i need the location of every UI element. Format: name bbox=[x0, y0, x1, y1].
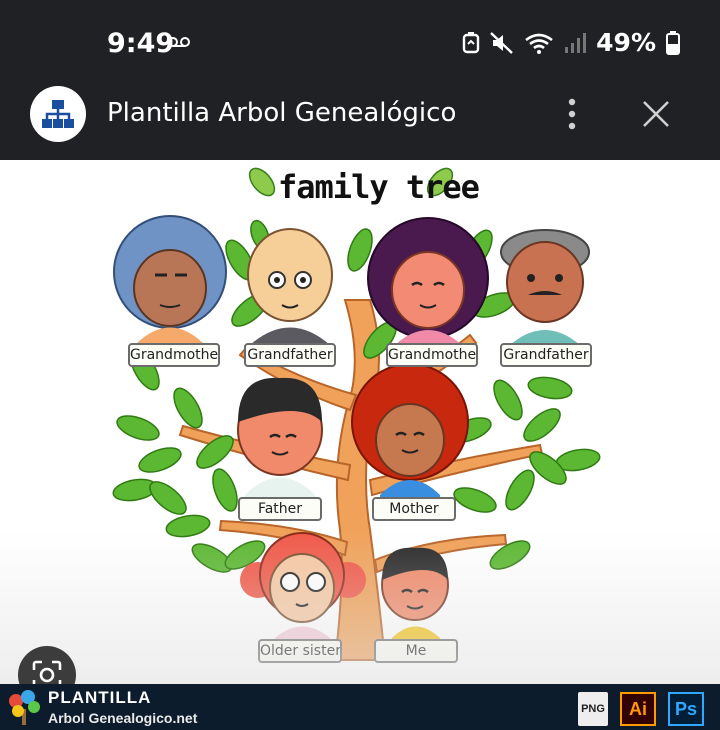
hierarchy-icon bbox=[42, 100, 74, 128]
voicemail-icon bbox=[168, 37, 190, 47]
grandfather-portrait-2 bbox=[500, 229, 590, 355]
label-grandfather-1: Grandfather bbox=[244, 343, 336, 367]
title-leaf-right bbox=[426, 167, 454, 197]
grandfather-portrait-1 bbox=[247, 228, 333, 355]
clock: 9:49 bbox=[107, 28, 175, 59]
site-logo bbox=[30, 86, 86, 142]
app-bar: Plantilla Arbol Genealógico bbox=[0, 70, 720, 160]
wifi-icon bbox=[525, 33, 553, 54]
grandmother-portrait-2 bbox=[367, 217, 489, 355]
tree-logo-icon bbox=[9, 690, 40, 725]
mother-portrait bbox=[351, 363, 469, 505]
label-grandfather-2: Grandfather bbox=[500, 343, 592, 367]
image-title: family tree bbox=[278, 168, 480, 206]
label-grandmother-1: Grandmother bbox=[128, 343, 220, 367]
label-grandmother-2: Grandmother bbox=[386, 343, 478, 367]
family-tree-image[interactable]: family tree Grandmother Grandfather Gran… bbox=[0, 160, 720, 690]
label-me: Me bbox=[374, 639, 458, 663]
lens-icon bbox=[32, 660, 62, 690]
illustrator-format-icon: Ai bbox=[620, 692, 656, 726]
label-father: Father bbox=[238, 497, 322, 521]
banner-site: Arbol Genealogico.net bbox=[48, 710, 198, 726]
mute-icon bbox=[490, 31, 513, 54]
me-portrait bbox=[381, 547, 449, 640]
page-title: Plantilla Arbol Genealógico bbox=[107, 98, 457, 128]
title-leaf-left bbox=[248, 167, 276, 197]
site-banner[interactable]: PLANTILLA Arbol Genealogico.net PNG Ai P… bbox=[0, 684, 720, 730]
grandmother-portrait-1 bbox=[113, 215, 227, 355]
png-format-icon: PNG bbox=[578, 692, 608, 726]
battery-percentage: 49% bbox=[596, 28, 656, 57]
father-portrait bbox=[237, 377, 323, 505]
photoshop-format-icon: Ps bbox=[668, 692, 704, 726]
label-mother: Mother bbox=[372, 497, 456, 521]
banner-brand: PLANTILLA bbox=[48, 688, 152, 707]
close-icon[interactable] bbox=[638, 96, 674, 132]
label-older-sister: Older sister bbox=[258, 639, 342, 663]
recycle-icon bbox=[462, 31, 480, 53]
battery-icon bbox=[666, 30, 680, 55]
family-tree-illustration bbox=[112, 167, 601, 661]
signal-icon bbox=[565, 32, 587, 53]
more-options-icon[interactable] bbox=[558, 96, 586, 132]
status-icons: 49% bbox=[462, 28, 680, 57]
